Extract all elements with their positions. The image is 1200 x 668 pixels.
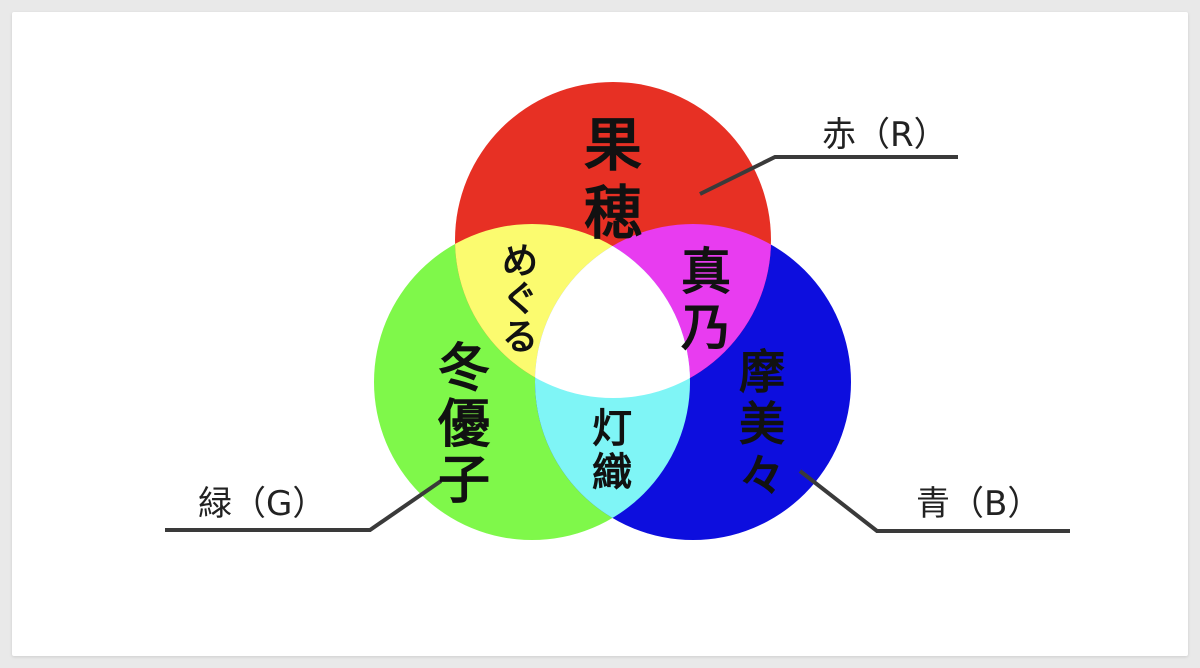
region-red-green: めぐる bbox=[502, 240, 538, 358]
region-red-only: 果穂 bbox=[584, 111, 642, 247]
leader-line-red bbox=[699, 155, 958, 196]
region-green-only: 冬優子 bbox=[437, 338, 491, 511]
leader-line-green bbox=[165, 479, 443, 532]
legend-label-green: 緑（G） bbox=[198, 484, 326, 524]
legend-label-blue: 青（B） bbox=[916, 484, 1041, 524]
region-green-blue: 灯織 bbox=[592, 405, 632, 496]
overlap-center bbox=[535, 224, 690, 398]
leader-line-blue bbox=[798, 469, 1070, 533]
region-blue-only: 摩美々 bbox=[739, 345, 785, 503]
region-red-blue: 真乃 bbox=[681, 242, 731, 357]
legend-label-red: 赤（R） bbox=[822, 115, 948, 155]
